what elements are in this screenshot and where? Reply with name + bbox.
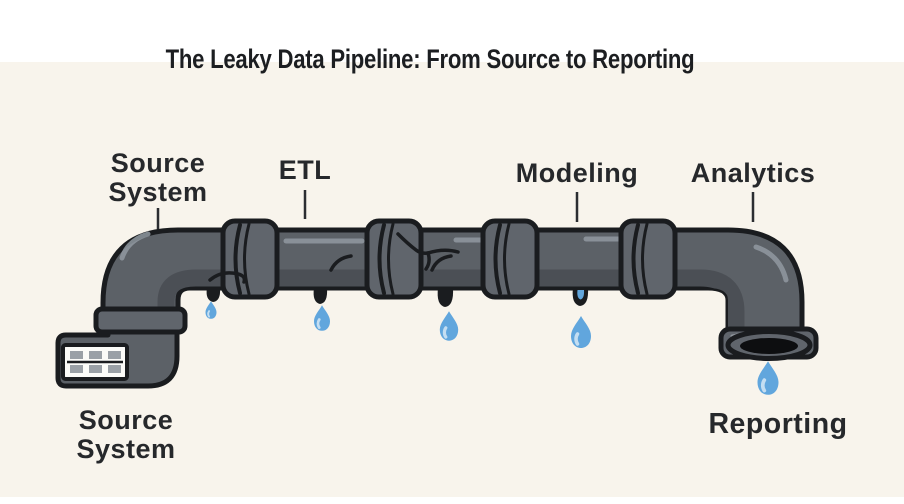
pipe-crack: [424, 251, 431, 271]
diagram-title: The Leaky Data Pipeline: From Source to …: [166, 45, 695, 75]
leak-nub-with-water: [572, 288, 589, 306]
source-system-assembly: [55, 306, 188, 389]
leak-nub: [437, 288, 454, 307]
leak-nub: [313, 288, 328, 304]
panel-slots: [70, 351, 121, 373]
water-drop: [757, 361, 779, 395]
pipe-shadow-band: [157, 269, 745, 332]
pipe-coupling: [220, 218, 280, 300]
pipe-flange-left: [93, 306, 188, 335]
highlight-right-elbow: [753, 244, 789, 283]
pipe-crack: [426, 248, 460, 255]
pipe-crack: [396, 232, 430, 255]
label-analytics: Analytics: [691, 158, 816, 188]
pipe-cracks: [208, 232, 460, 284]
label-etl: ETL: [279, 155, 332, 185]
label-source-system-top-line2: System: [108, 177, 207, 207]
label-source-system-bottom-line1: Source: [79, 405, 174, 435]
label-source-system-top-line1: Source: [111, 148, 206, 178]
pipe-coupling: [364, 218, 424, 300]
pipe-outlet: [718, 326, 819, 361]
highlight-left-elbow: [119, 231, 151, 261]
pipe-highlights: [119, 231, 789, 283]
pipe-crack: [430, 254, 453, 272]
pipe-coupling: [480, 218, 540, 300]
pipe-crack: [329, 254, 353, 272]
source-system-panel: [61, 343, 129, 381]
label-source-system-bottom-line2: System: [76, 434, 175, 464]
water-drop: [205, 301, 217, 319]
water-drop: [314, 305, 330, 331]
label-reporting: Reporting: [708, 408, 847, 440]
pipe-opening: [740, 338, 798, 354]
leak-nub: [206, 288, 221, 302]
pipe-couplings: [220, 218, 678, 300]
water-drop: [439, 311, 459, 341]
water-drops: [205, 301, 779, 395]
pipe-crack: [208, 271, 247, 284]
label-modeling: Modeling: [516, 158, 638, 188]
leak-nubs: [206, 288, 589, 307]
pipe-coupling: [618, 218, 678, 300]
footer-band: [0, 497, 904, 504]
water-drop: [571, 316, 591, 348]
